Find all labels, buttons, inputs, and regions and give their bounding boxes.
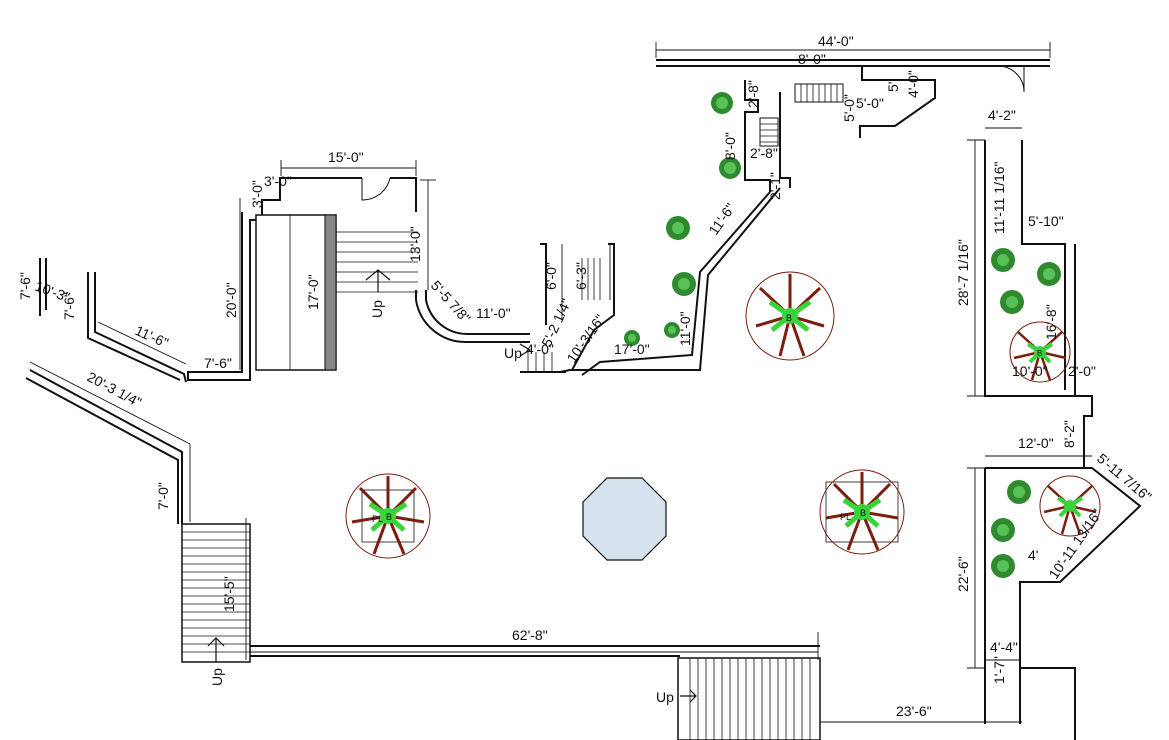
shrub-icon xyxy=(711,92,733,114)
dim-8-0: 8'-0" xyxy=(798,51,826,67)
shrub-icon xyxy=(1037,262,1061,286)
dim-2-8-a: 2'-8" xyxy=(745,80,761,108)
dim-10-0-r: 10'-0" xyxy=(1012,363,1048,379)
dim-10-3-16: 10'-3/16" xyxy=(563,311,608,365)
main-stair-block xyxy=(255,214,337,371)
dim-16-8: 16'-8" xyxy=(1043,304,1059,340)
bottom-center-stair xyxy=(677,657,821,740)
tree-tag: B xyxy=(786,313,792,323)
dimension-lines xyxy=(29,42,1092,730)
dim-23-6: 23'-6" xyxy=(896,703,932,719)
dim-22-6: 22'-6" xyxy=(955,556,971,592)
dim-6-3: 6'-3" xyxy=(573,262,589,290)
dim-11-0-v: 11'-0" xyxy=(677,311,693,346)
dim-11-6-left: 11'-6" xyxy=(133,322,171,351)
dim-7-6-left: 7'-6" xyxy=(204,355,232,371)
upper-stair-horizontal xyxy=(794,83,844,103)
upper-stair-vertical xyxy=(759,117,779,147)
dim-1-7: 1'-7" xyxy=(991,656,1007,684)
shrub-icon xyxy=(664,322,680,338)
tree-tag: B xyxy=(1037,349,1042,358)
dim-3-0: 3'-0" xyxy=(249,180,265,208)
dim-7-0-low: 7'-0" xyxy=(155,482,171,510)
dim-5-top: 5' xyxy=(885,82,901,92)
up-label-main: Up xyxy=(369,300,385,318)
shrub-icon xyxy=(991,554,1015,578)
dim-17-0-mid: 17'-0" xyxy=(614,341,650,357)
tree-icon xyxy=(1039,475,1101,537)
dim-8-2: 8'-2" xyxy=(1061,420,1077,448)
dim-17-0-stair: 17'-0" xyxy=(305,274,321,310)
dim-11-0: 11'-0" xyxy=(476,305,511,321)
shrub-icon xyxy=(991,518,1015,542)
up-labels: Up Up Up Up xyxy=(209,300,674,705)
main-stair-treads xyxy=(336,231,418,293)
trees: B PL B PL B B xyxy=(345,271,1101,559)
up-label-left: Up xyxy=(209,668,225,686)
tree-icon: B xyxy=(745,271,835,361)
tree-icon: PL B xyxy=(345,473,431,559)
tree-icon: PL B xyxy=(819,469,905,555)
dim-4-4: 4'-4" xyxy=(990,639,1018,655)
up-label-middle: Up xyxy=(504,345,522,361)
dim-12-0: 12'-0" xyxy=(1018,435,1054,451)
dim-13-0: 13'-0" xyxy=(407,226,423,262)
tree-icon: B xyxy=(1009,321,1071,383)
dim-3-0-b: 3'-0" xyxy=(264,173,292,189)
shrub-icon xyxy=(1007,480,1031,504)
shrub-icon xyxy=(1000,290,1024,314)
shrubs xyxy=(624,92,1061,578)
dim-4-2: 4'-2" xyxy=(988,107,1016,123)
dim-4-0-top: 4'-0" xyxy=(905,70,921,98)
dim-4-0-mid: 4'-0" xyxy=(526,341,554,357)
shrub-icon xyxy=(666,216,690,240)
walls xyxy=(25,59,1142,740)
dim-5-0-b: 5'-0" xyxy=(841,94,857,122)
shrub-icon xyxy=(672,272,696,296)
tree-tag: B xyxy=(860,508,866,518)
dim-2-0-r: 2'-0" xyxy=(1068,363,1096,379)
pl-label: PL xyxy=(840,512,851,522)
dim-8-0-v: 8'-0" xyxy=(722,132,738,160)
dim-15-0: 15'-0" xyxy=(328,149,364,165)
dim-44-0: 44'-0" xyxy=(818,33,854,49)
dim-20-0: 20'-0" xyxy=(223,282,239,318)
up-arrows xyxy=(207,269,697,703)
shrub-icon xyxy=(624,330,640,346)
up-label-bottom: Up xyxy=(656,689,674,705)
dim-7-6-a: 7'-6" xyxy=(17,272,33,300)
tree-tag: B xyxy=(386,512,392,522)
dim-7-6-b: 7'-6" xyxy=(61,292,77,320)
pl-label: PL xyxy=(372,514,383,524)
dim-62-8: 62'-8" xyxy=(512,627,548,643)
shrub-icon xyxy=(991,248,1015,272)
dim-5-10: 5'-10" xyxy=(1028,213,1064,229)
dim-2-8-b: 2'-8" xyxy=(750,145,778,161)
dim-4-r: 4' xyxy=(1028,547,1038,563)
shrub-icon xyxy=(719,157,741,179)
dim-11-6-diag: 11'-6" xyxy=(705,200,738,238)
octagon-feature xyxy=(582,477,667,561)
dim-11-11-1-16: 11'-11 1/16" xyxy=(991,161,1007,234)
dim-6-0: 6'-0" xyxy=(543,262,559,290)
dim-5-0-a: 5'-0" xyxy=(856,95,884,111)
dim-28-7-1-16: 28'-7 1/16" xyxy=(955,239,971,306)
dim-2-1: 2'-1" xyxy=(767,172,783,200)
dim-15-5: 15'-5" xyxy=(221,576,237,612)
mid-small-stairs xyxy=(527,258,601,372)
